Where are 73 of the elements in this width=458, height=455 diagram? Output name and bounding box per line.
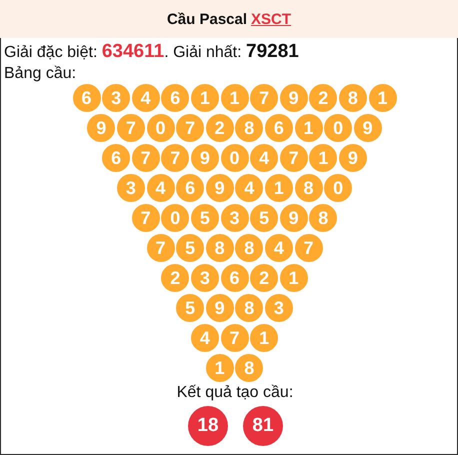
number-ball: 7 (146, 233, 176, 263)
number-ball: 8 (308, 203, 338, 233)
number-ball: 1 (249, 323, 280, 353)
number-ball: 3 (264, 293, 294, 323)
number-ball: 7 (130, 143, 161, 173)
number-ball: 6 (264, 113, 294, 143)
number-ball: 4 (234, 173, 264, 203)
number-ball: 9 (204, 173, 235, 203)
number-ball: 7 (160, 143, 190, 173)
number-ball: 0 (146, 113, 176, 143)
number-ball: 3 (190, 263, 220, 293)
section-label: Bảng cầu: (4, 64, 76, 84)
prize-text: Giải đặc biệt: 634611. Giải nhất: 79281 (4, 42, 299, 63)
number-ball: 3 (101, 83, 132, 113)
number-ball: 6 (220, 263, 250, 293)
number-ball: 2 (204, 113, 235, 143)
number-ball: 5 (249, 203, 280, 233)
number-ball: 4 (190, 323, 220, 353)
number-ball: 6 (101, 143, 132, 173)
number-ball: 2 (249, 263, 280, 293)
number-ball: 7 (175, 113, 206, 143)
number-ball: 8 (204, 233, 235, 263)
number-ball: 7 (294, 233, 324, 263)
number-ball: 6 (160, 83, 190, 113)
number-ball: 7 (116, 113, 146, 143)
number-ball: 0 (323, 113, 354, 143)
number-ball: 8 (338, 83, 368, 113)
number-ball: 0 (220, 143, 250, 173)
number-ball: 7 (220, 323, 250, 353)
number-ball: 4 (146, 173, 176, 203)
number-ball: 7 (278, 143, 309, 173)
number-ball: 1 (204, 353, 235, 383)
page-link: XSCT (251, 10, 292, 28)
number-ball: 9 (278, 203, 309, 233)
number-ball: 9 (190, 143, 220, 173)
header-band (0, 0, 458, 38)
number-ball: 1 (264, 173, 294, 203)
number-ball: 6 (72, 83, 102, 113)
number-ball: 5 (175, 233, 206, 263)
number-ball: 1 (294, 113, 324, 143)
number-ball: 4 (249, 143, 280, 173)
number-ball: 9 (204, 293, 235, 323)
title-text: Cầu Pascal (166, 10, 248, 28)
number-ball: 6 (175, 173, 206, 203)
number-ball: 5 (190, 203, 220, 233)
number-ball: 2 (308, 83, 338, 113)
number-ball: 8 (234, 113, 264, 143)
number-ball: 4 (130, 83, 161, 113)
number-ball: 1 (190, 83, 220, 113)
number-ball: 1 (308, 143, 338, 173)
number-ball: 7 (249, 83, 280, 113)
number-ball: 1 (220, 83, 250, 113)
result-ball: 81 (243, 406, 283, 446)
number-ball: 5 (175, 293, 206, 323)
number-ball: 1 (278, 263, 309, 293)
section-label: Kết quả tạo cầu: (176, 383, 294, 403)
number-ball: 0 (160, 203, 190, 233)
number-ball: 4 (264, 233, 294, 263)
result-ball: 18 (188, 406, 228, 446)
number-ball: 0 (323, 173, 354, 203)
number-ball: 3 (116, 173, 146, 203)
number-ball: 7 (130, 203, 161, 233)
number-ball: 9 (338, 143, 368, 173)
number-ball: 9 (86, 113, 116, 143)
number-ball: 2 (160, 263, 190, 293)
number-ball: 8 (234, 233, 264, 263)
number-ball: 9 (278, 83, 309, 113)
number-ball: 8 (294, 173, 324, 203)
number-ball: 8 (234, 293, 264, 323)
number-ball: 1 (368, 83, 398, 113)
number-ball: 3 (220, 203, 250, 233)
number-ball: 8 (234, 353, 264, 383)
number-ball: 9 (352, 113, 383, 143)
